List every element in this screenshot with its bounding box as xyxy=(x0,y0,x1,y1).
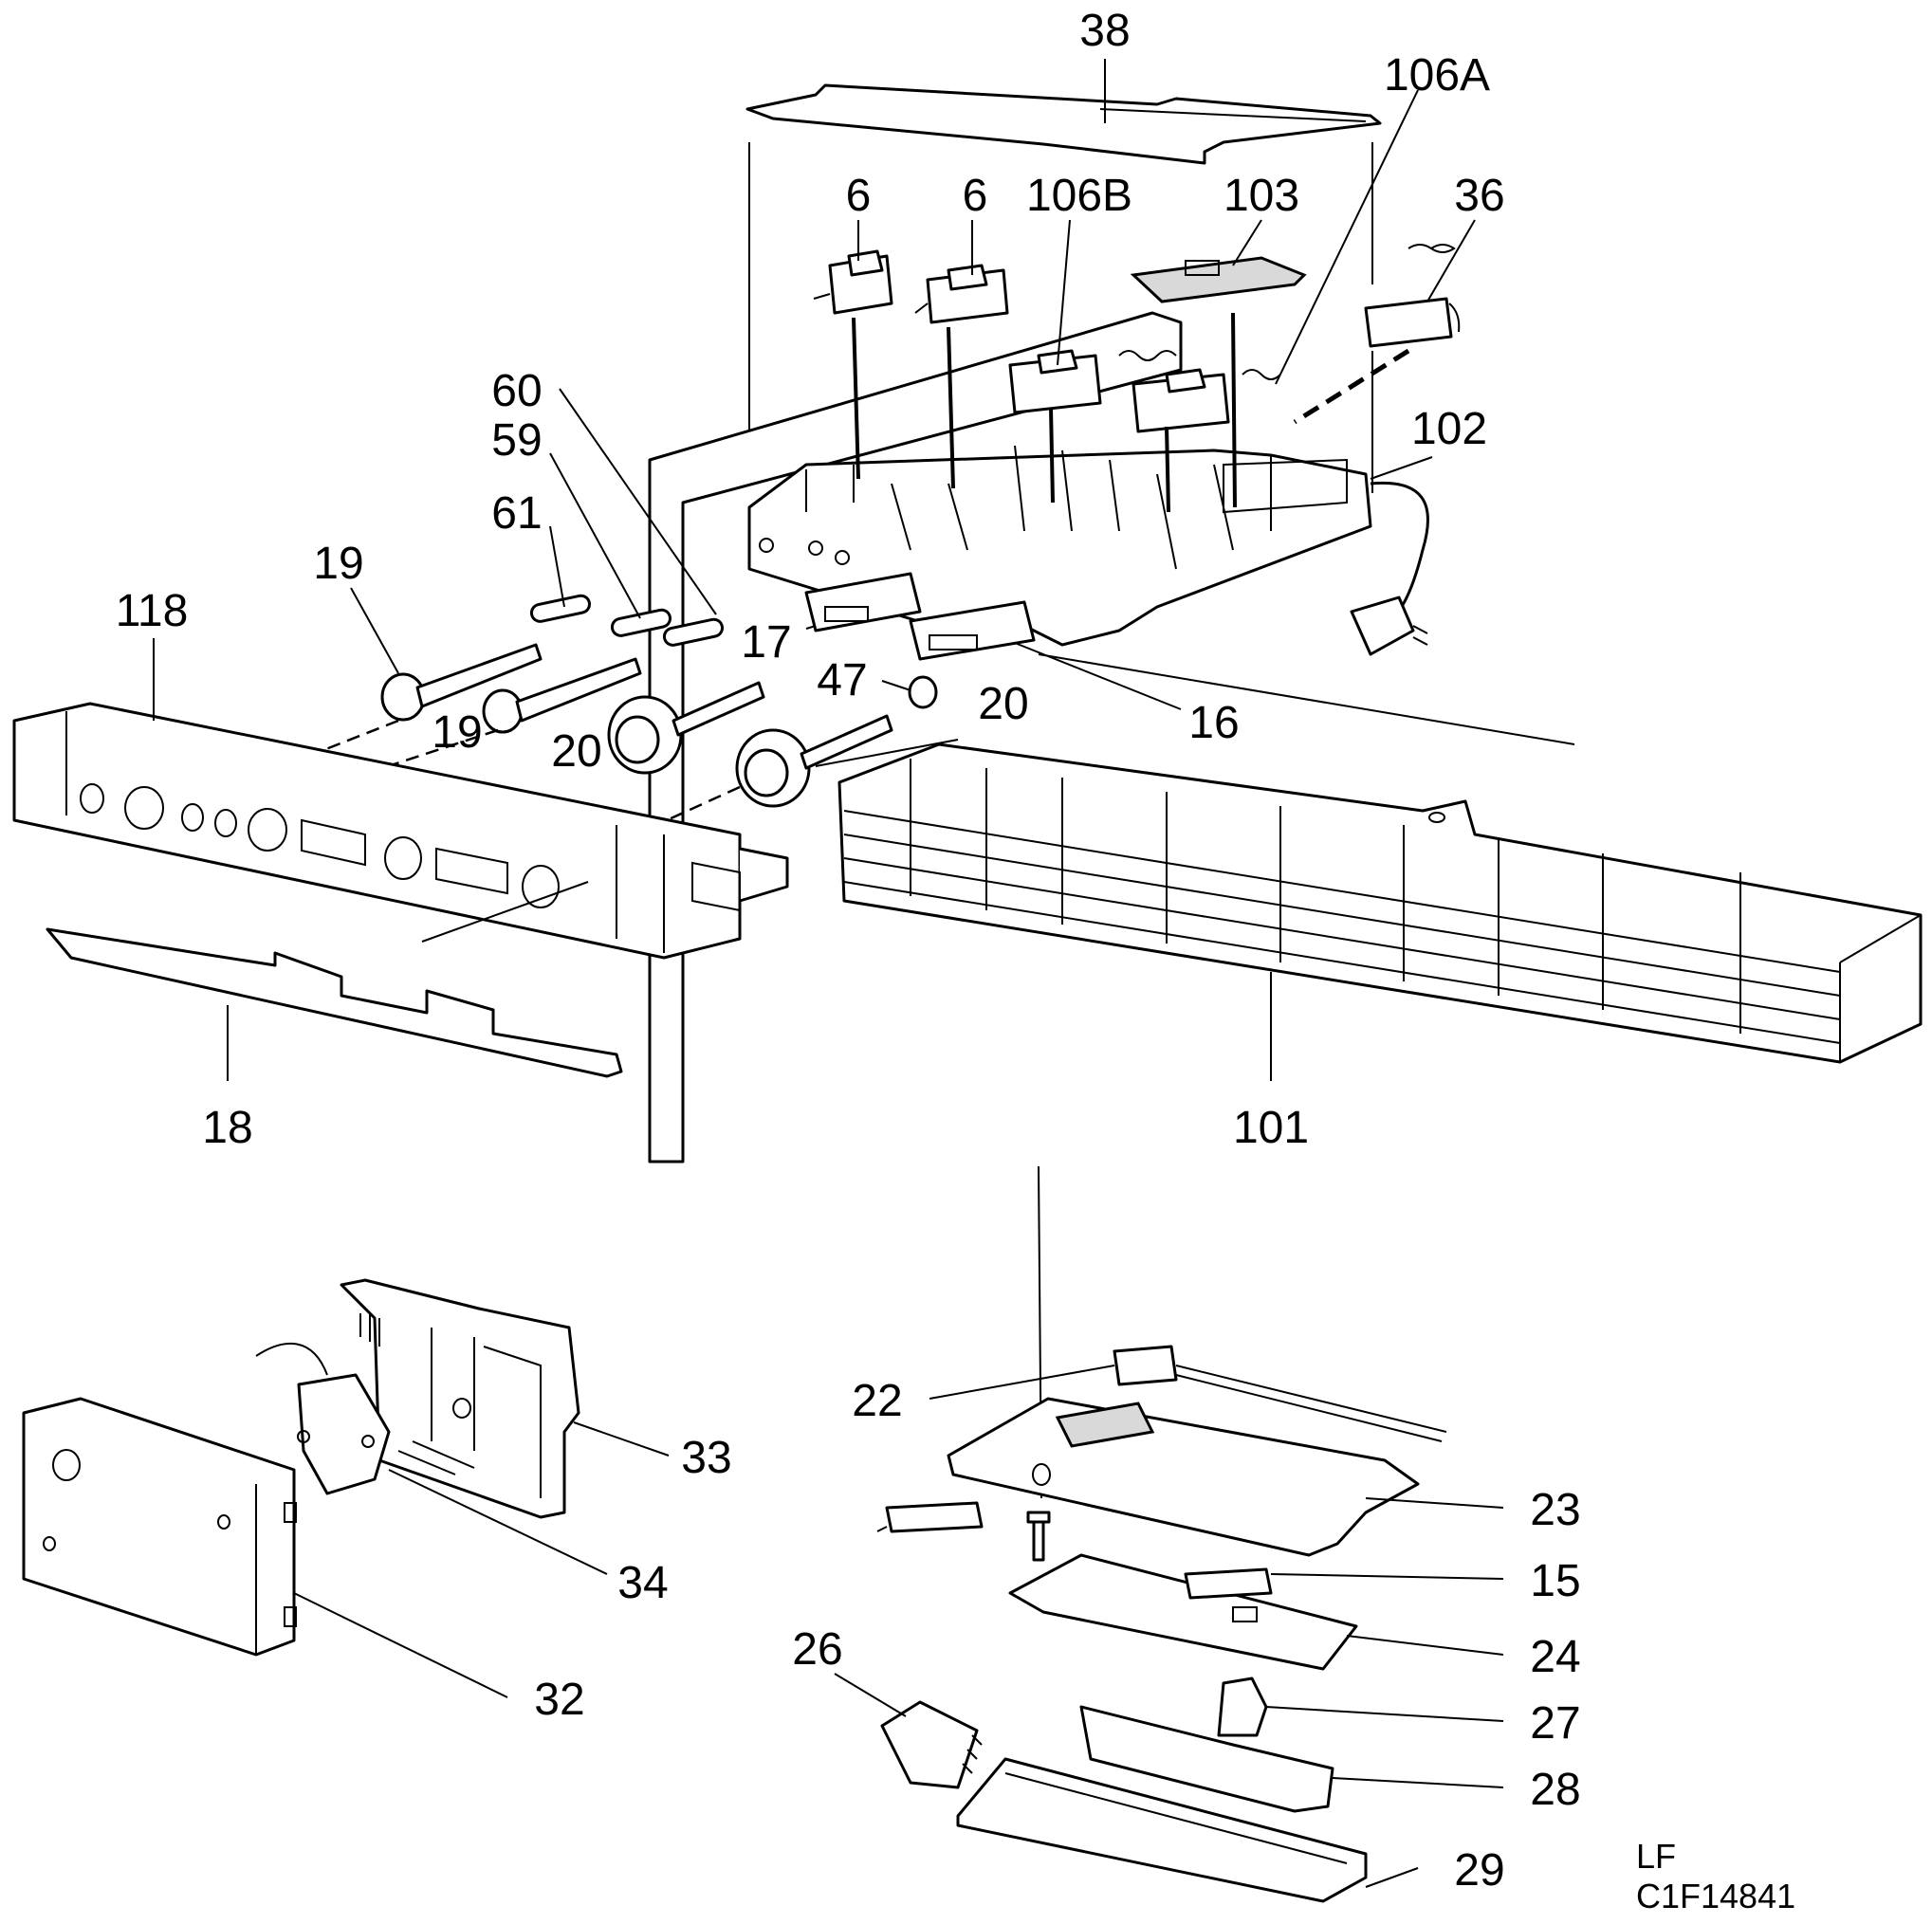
callout-17: 17 xyxy=(741,617,791,668)
part-22-connector-cable xyxy=(1113,1345,1447,1442)
callout-26: 26 xyxy=(792,1624,842,1675)
part-106A-switch xyxy=(1132,368,1281,433)
part-28-cell-holder xyxy=(1079,1705,1334,1813)
callout-118: 118 xyxy=(116,586,189,636)
callout-29: 29 xyxy=(1454,1845,1504,1896)
callout-labels: 38 106A 6 6 106B 103 36 60 59 102 61 19 … xyxy=(116,6,1581,1896)
part-19-rod-lower xyxy=(482,657,642,734)
callout-23: 23 xyxy=(1530,1485,1580,1535)
callout-20-left: 20 xyxy=(551,726,601,777)
dashed-36-to-housing xyxy=(1293,348,1410,425)
figure-code-line2: C1F14841 xyxy=(1636,1877,1795,1915)
callout-101: 101 xyxy=(1233,1103,1309,1153)
part-6-switch-right xyxy=(914,264,1009,324)
callout-15: 15 xyxy=(1530,1556,1580,1606)
callout-106B: 106B xyxy=(1026,171,1132,221)
callout-102: 102 xyxy=(1411,404,1487,454)
callout-32: 32 xyxy=(534,1675,584,1725)
callout-59: 59 xyxy=(491,415,542,466)
part-23-control-board-tray xyxy=(947,1397,1420,1557)
part-26-plug xyxy=(880,1700,983,1789)
callout-6-right: 6 xyxy=(963,171,988,221)
callout-20-right: 20 xyxy=(978,679,1028,729)
part-20-knob-right xyxy=(735,714,893,808)
part-19-rod-upper xyxy=(380,643,543,722)
callout-61: 61 xyxy=(491,488,542,539)
callout-24: 24 xyxy=(1530,1632,1580,1682)
part-32-housing-cover xyxy=(22,1397,297,1657)
part-24-board-plate xyxy=(1008,1553,1358,1671)
part-38-cover-plate xyxy=(745,83,1382,165)
part-118-front-panel xyxy=(12,702,789,960)
part-60-bulb xyxy=(662,617,724,647)
callout-18: 18 xyxy=(202,1103,252,1153)
part-16-lamp-holder xyxy=(909,600,1036,661)
part-101-grille xyxy=(837,742,1923,1064)
callout-47: 47 xyxy=(817,655,867,705)
part-106B-switch xyxy=(1008,349,1177,414)
callout-106A: 106A xyxy=(1384,50,1490,101)
part-29-cover-tray xyxy=(956,1757,1368,1903)
callout-19-upper: 19 xyxy=(313,539,363,589)
grille-guide-line xyxy=(1038,653,1575,745)
callout-38: 38 xyxy=(1079,6,1130,56)
back-wall-panel xyxy=(648,311,1183,1164)
lower-posts xyxy=(649,967,684,1162)
part-102-power-cable xyxy=(1350,481,1429,656)
panel-guide-line xyxy=(421,881,589,943)
part-33-bracket xyxy=(340,1278,580,1519)
part-6-switch-left xyxy=(813,249,893,315)
figure-code: LF C1F14841 xyxy=(1636,1837,1795,1915)
part-27-clip xyxy=(1217,1677,1268,1737)
part-17-lamp-holder xyxy=(804,572,922,632)
part-36-thermostat xyxy=(1364,244,1461,348)
callout-16: 16 xyxy=(1188,698,1239,748)
callout-22: 22 xyxy=(852,1376,902,1426)
part-34-connector xyxy=(255,1343,391,1495)
part-47-bushing xyxy=(908,675,938,709)
figure-code-line1: LF xyxy=(1636,1837,1676,1876)
leader-lines xyxy=(153,59,1504,1888)
callout-19-lower: 19 xyxy=(432,707,482,758)
part-20-knob-left xyxy=(607,681,765,775)
arrow-106A xyxy=(1165,426,1170,513)
part-15-connector-left xyxy=(876,1501,984,1533)
arrow-6-left xyxy=(852,317,860,480)
callout-6-left: 6 xyxy=(846,171,872,221)
arrow-6-right xyxy=(947,326,955,489)
part-18-trim-strip xyxy=(46,927,623,1078)
callout-33: 33 xyxy=(681,1433,731,1483)
arrow-103 xyxy=(1231,312,1237,508)
arrow-106B xyxy=(1049,407,1055,504)
callout-34: 34 xyxy=(617,1558,668,1608)
callout-36: 36 xyxy=(1454,171,1504,221)
part-screw xyxy=(1026,1511,1051,1562)
part-61-bulb xyxy=(529,594,591,623)
callout-60: 60 xyxy=(491,366,542,416)
callout-103: 103 xyxy=(1224,171,1299,221)
part-103-circuit-board xyxy=(1130,256,1307,303)
callout-27: 27 xyxy=(1530,1698,1580,1749)
callout-28: 28 xyxy=(1530,1765,1580,1815)
part-59-bulb xyxy=(610,608,672,637)
